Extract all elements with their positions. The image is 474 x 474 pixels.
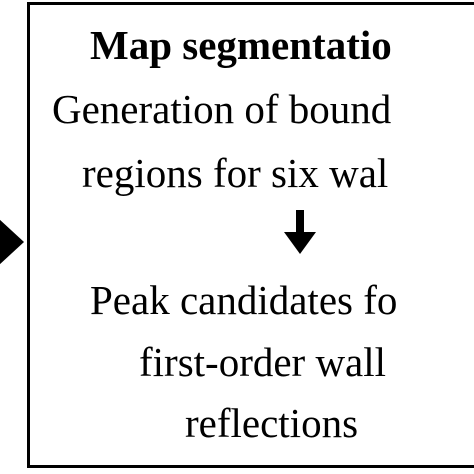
down-arrow-icon	[284, 210, 316, 254]
box-title: Map segmentatio	[90, 22, 392, 68]
step-1-line-2: regions for six wal	[82, 150, 389, 196]
step-2-line-1: Peak candidates fo	[90, 277, 398, 323]
step-1-line-1: Generation of bound	[52, 86, 392, 132]
step-2-line-2: first-order wall	[139, 339, 387, 385]
map-segmentation-box	[27, 2, 474, 468]
step-2-line-3: reflections	[185, 400, 359, 446]
incoming-arrow-head	[0, 207, 24, 277]
